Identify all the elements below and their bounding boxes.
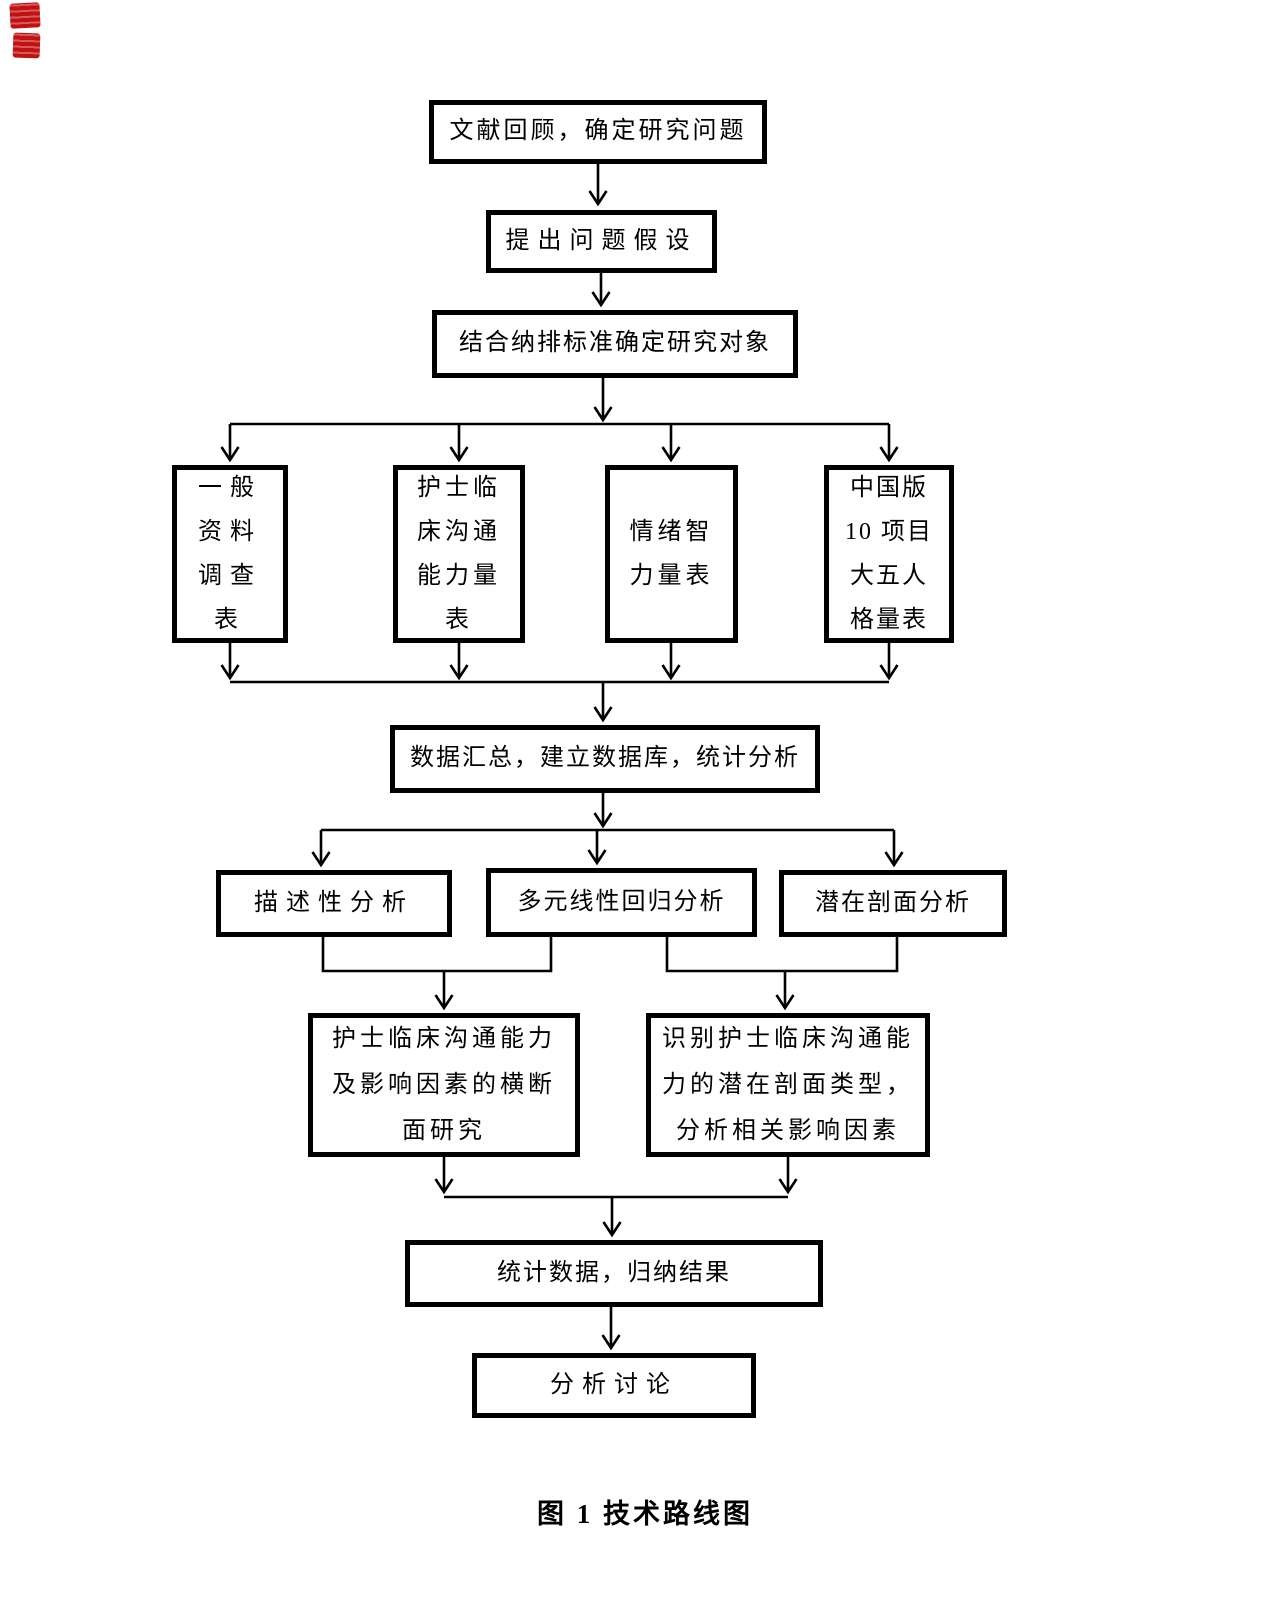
node-label: 提出问题假设 [505,227,698,254]
node-label: 护士临床沟通能力及影响因素的横断面研究 [332,1026,556,1144]
node-label: 一般资料调查表 [198,475,262,633]
node-label: 分析讨论 [550,1371,678,1398]
node-literature-review: 文献回顾，确定研究问题 [429,100,767,164]
node-profile-identification: 识别护士临床沟通能力的潜在剖面类型，分析相关影响因素 [646,1013,930,1157]
node-discussion: 分析讨论 [472,1353,756,1418]
node-label: 潜在剖面分析 [815,889,971,916]
node-database-analysis: 数据汇总，建立数据库，统计分析 [390,725,820,793]
node-latent-profile-analysis: 潜在剖面分析 [779,870,1007,937]
node-label: 护士临床沟通能力量表 [417,475,501,633]
node-regression-analysis: 多元线性回归分析 [486,868,757,937]
node-descriptive-analysis: 描述性分析 [216,870,452,937]
node-label: 情绪智力量表 [629,519,714,589]
node-label: 文献回顾，确定研究问题 [449,118,747,145]
node-general-info-survey: 一般资料调查表 [172,465,288,643]
red-corner-mark-1 [9,2,41,29]
figure-caption: 图 1 技术路线图 [537,1499,753,1529]
node-inclusion-criteria: 结合纳排标准确定研究对象 [432,310,798,378]
node-hypothesis: 提出问题假设 [486,210,717,273]
node-label: 统计数据，归纳结果 [497,1259,731,1286]
node-label: 识别护士临床沟通能力的潜在剖面类型，分析相关影响因素 [662,1026,914,1144]
node-emotional-intelligence-scale: 情绪智力量表 [605,465,738,643]
node-summarize-results: 统计数据，归纳结果 [405,1240,823,1307]
node-label: 结合纳排标准确定研究对象 [459,330,771,357]
node-nurse-communication-scale: 护士临床沟通能力量表 [393,465,525,643]
node-label: 描述性分析 [254,889,414,916]
red-corner-mark-2 [12,32,41,59]
node-label: 多元线性回归分析 [517,888,726,915]
node-label: 数据汇总，建立数据库，统计分析 [410,745,800,772]
node-cross-sectional-study: 护士临床沟通能力及影响因素的横断面研究 [308,1013,580,1157]
